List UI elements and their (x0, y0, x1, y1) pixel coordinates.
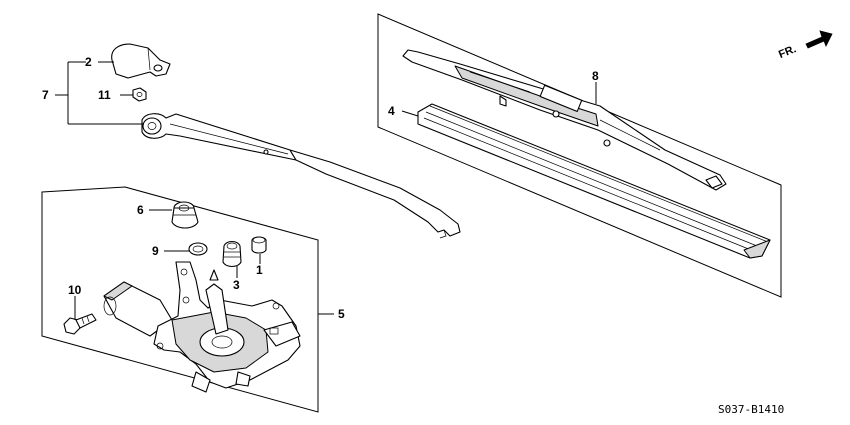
callout-1: 1 (256, 263, 263, 277)
blade-rubber[interactable] (417, 103, 771, 259)
callout-10: 10 (68, 283, 82, 297)
wiper-motor-assembly[interactable] (103, 261, 301, 393)
callout-3: 3 (233, 278, 240, 292)
collar[interactable] (251, 236, 267, 254)
grommet[interactable] (222, 240, 242, 268)
front-direction-indicator: FR. (777, 30, 833, 61)
motor-boot[interactable] (171, 201, 199, 229)
o-ring[interactable] (188, 242, 208, 256)
front-arrow-icon (805, 30, 833, 49)
callout-2: 2 (85, 55, 92, 69)
wiper-arm[interactable] (141, 113, 461, 239)
callout-11: 11 (98, 88, 111, 102)
wiper-blade-assembly[interactable] (402, 49, 727, 191)
callout-7: 7 (42, 88, 49, 102)
arm-cover-cap[interactable] (111, 43, 171, 79)
front-direction-label: FR. (777, 43, 798, 61)
callout-8: 8 (592, 69, 599, 83)
diagram-code: S037-B1410 (718, 403, 784, 416)
mounting-bolt[interactable] (63, 313, 97, 335)
motor-panel-frame (41, 186, 319, 413)
callout-6: 6 (137, 203, 144, 217)
callout-5: 5 (338, 307, 345, 321)
blade-panel-frame (377, 13, 782, 298)
callout-4: 4 (388, 104, 395, 118)
arm-nut[interactable] (132, 87, 147, 102)
leader-lines (55, 61, 597, 320)
callout-9: 9 (152, 244, 159, 258)
